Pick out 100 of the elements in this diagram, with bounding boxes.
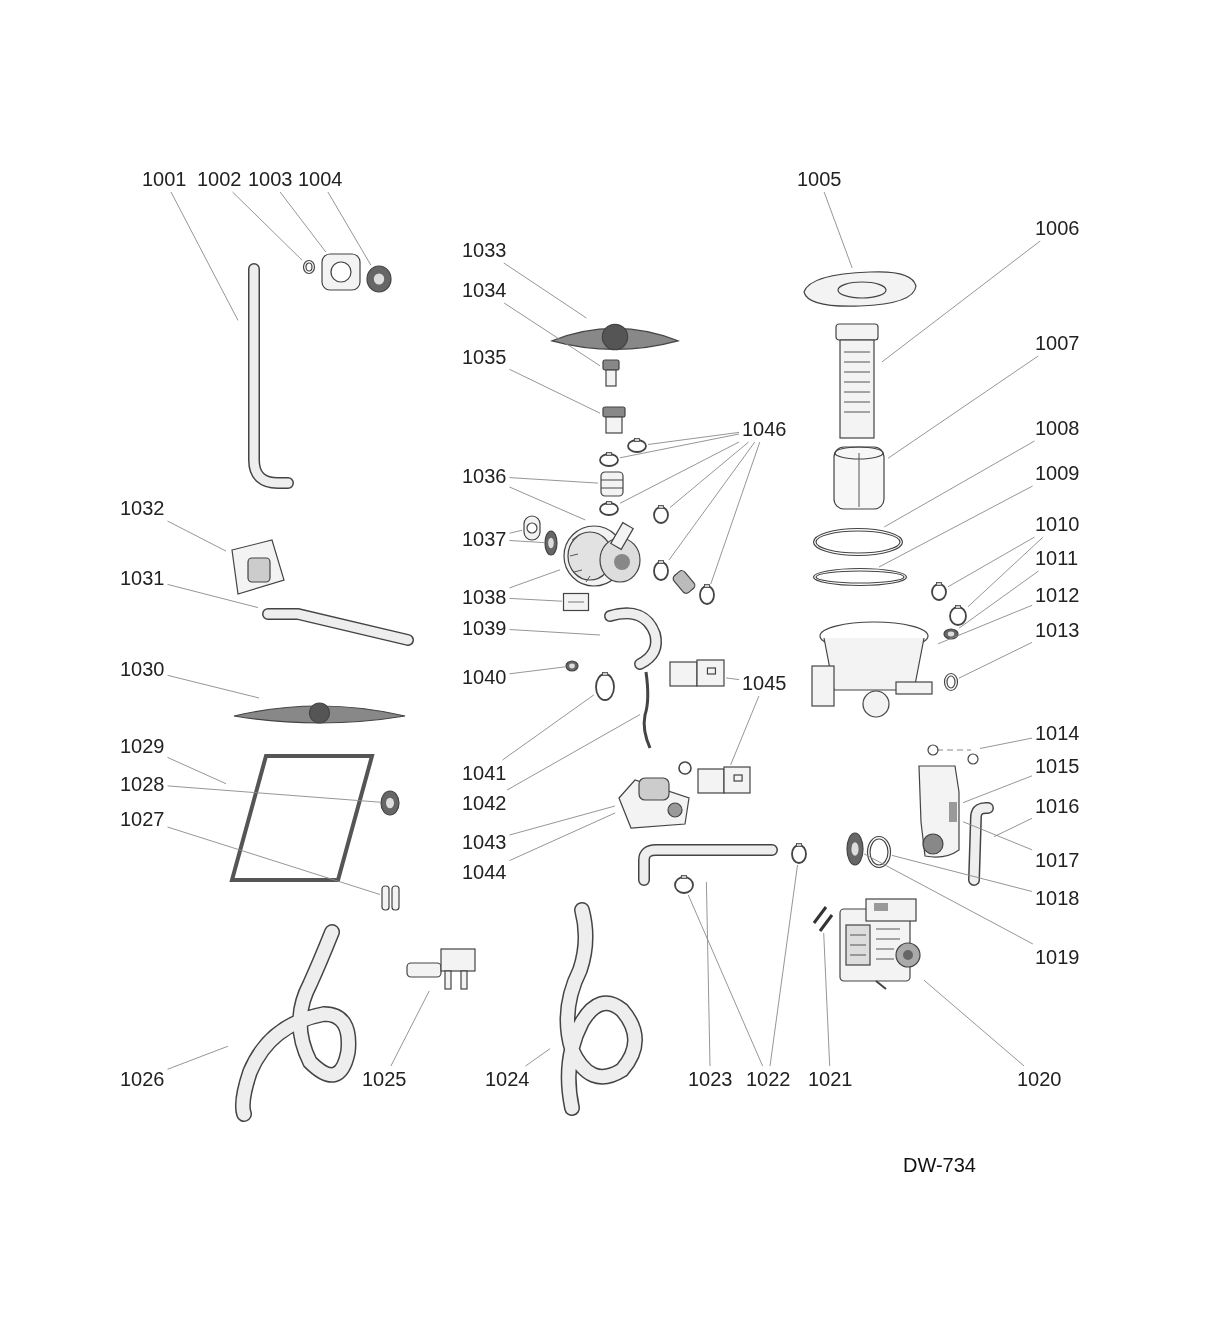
leader-line xyxy=(958,641,1033,679)
leader-line xyxy=(503,262,587,319)
pin-drawing xyxy=(380,884,402,912)
leader-line xyxy=(525,1048,551,1067)
leader-line xyxy=(730,695,760,766)
callout-number: 1021 xyxy=(808,1068,853,1090)
leader-line xyxy=(923,979,1025,1067)
callout-number: 1035 xyxy=(462,346,507,368)
leader-line xyxy=(887,355,1039,459)
clamp-drawing xyxy=(598,452,620,468)
valve-drawing xyxy=(405,945,477,991)
callout-number: 1008 xyxy=(1035,417,1080,439)
leader-line xyxy=(881,240,1041,363)
callout-number: 1020 xyxy=(1017,1068,1062,1090)
leader-line xyxy=(167,674,260,699)
nut-drawing xyxy=(366,265,392,293)
clamp-drawing xyxy=(948,605,968,627)
connector-box-drawing xyxy=(562,592,590,612)
leader-line xyxy=(502,694,595,761)
cap-drawing xyxy=(943,672,959,692)
filter-drawing xyxy=(832,322,882,440)
callout-number: 1004 xyxy=(298,168,343,190)
callout-number: 1045 xyxy=(742,672,787,694)
leader-line xyxy=(327,191,372,266)
leader-line xyxy=(503,302,601,367)
leader-line xyxy=(967,536,1044,608)
callout-number: 1014 xyxy=(1035,722,1080,744)
clamp-drawing xyxy=(626,438,648,454)
filter-disc-drawing xyxy=(846,832,864,866)
leader-line xyxy=(993,817,1033,838)
leader-line xyxy=(979,737,1033,749)
callout-number: 1015 xyxy=(1035,755,1080,777)
leader-line xyxy=(958,570,1039,629)
seal-ring-drawing xyxy=(866,835,892,869)
leader-line xyxy=(962,775,1033,804)
callout-number: 1011 xyxy=(1035,547,1078,569)
tube-drawing xyxy=(598,470,626,498)
callout-number: 1023 xyxy=(688,1068,733,1090)
leader-line xyxy=(167,826,381,895)
leader-line xyxy=(170,191,239,321)
callout-number: 1036 xyxy=(462,465,507,487)
seal-ring-drawing xyxy=(812,567,908,587)
pump-motor-drawing xyxy=(836,895,924,990)
callout-number: 1029 xyxy=(120,735,165,757)
valve-drawing xyxy=(615,758,695,832)
leader-line xyxy=(823,191,853,269)
leader-line xyxy=(891,854,1033,892)
pipe-drawing xyxy=(966,800,994,887)
callout-number: 1027 xyxy=(120,808,165,830)
screw-drawing xyxy=(812,903,834,933)
leader-line xyxy=(167,520,227,552)
clamp-drawing xyxy=(652,560,670,582)
impeller-drawing xyxy=(544,530,558,556)
callout-number: 1017 xyxy=(1035,849,1080,871)
pressure-sensor-drawing xyxy=(594,672,616,702)
callout-number: 1030 xyxy=(120,658,165,680)
seal-ring-drawing xyxy=(302,259,316,275)
callout-number: 1041 xyxy=(462,762,507,784)
callout-number: 1033 xyxy=(462,239,507,261)
clamp-drawing xyxy=(790,843,808,865)
clip-drawing xyxy=(565,660,579,672)
hinge-drawing xyxy=(668,658,726,690)
leader-line xyxy=(823,932,831,1067)
leader-line xyxy=(509,529,523,534)
leader-line xyxy=(509,805,616,836)
callout-number: 1040 xyxy=(462,666,507,688)
leader-line xyxy=(279,191,327,253)
filter-frame-drawing xyxy=(812,527,904,557)
bracket-drawing xyxy=(320,252,362,292)
callout-number: 1013 xyxy=(1035,619,1080,641)
leader-line xyxy=(647,431,740,445)
callout-number: 1002 xyxy=(197,168,242,190)
leader-line xyxy=(167,1045,229,1070)
clamp-drawing xyxy=(930,582,948,602)
leader-line xyxy=(167,785,381,803)
leader-line xyxy=(669,441,750,508)
leader-line xyxy=(509,812,616,862)
callout-number: 1022 xyxy=(746,1068,791,1090)
leader-line xyxy=(878,485,1034,568)
leader-line xyxy=(619,433,740,459)
o-ring-drawing xyxy=(925,742,980,766)
callout-number: 1028 xyxy=(120,773,165,795)
leader-line xyxy=(619,441,740,504)
callout-number: 1043 xyxy=(462,831,507,853)
leader-line xyxy=(509,569,561,589)
callout-number: 1037 xyxy=(462,528,507,550)
callout-number: 1031 xyxy=(120,567,165,589)
callout-number: 1032 xyxy=(120,497,165,519)
callout-number: 1025 xyxy=(362,1068,407,1090)
leader-line xyxy=(883,440,1035,528)
leader-line xyxy=(710,441,761,585)
fitting-drawing xyxy=(380,790,400,816)
callout-number: 1009 xyxy=(1035,462,1080,484)
flange-drawing xyxy=(522,514,542,542)
hinge-drawing xyxy=(696,765,752,797)
callout-number: 1046 xyxy=(742,418,787,440)
leader-line xyxy=(509,368,601,414)
leader-line xyxy=(509,629,601,636)
callout-number: 1018 xyxy=(1035,887,1080,909)
leader-line xyxy=(687,894,764,1067)
